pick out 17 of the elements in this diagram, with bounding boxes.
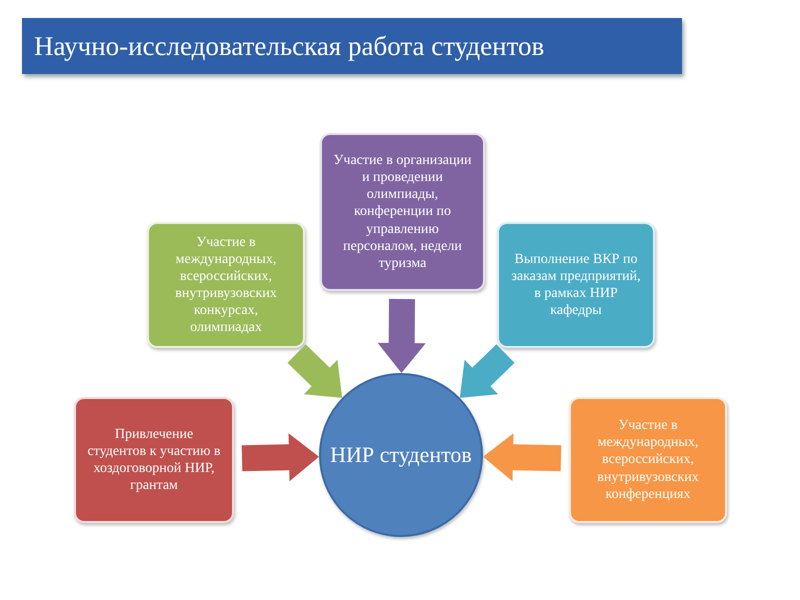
block-arrow [242,433,319,482]
topic-box [320,133,485,291]
title-banner: Научно-исследовательская работа студентов [22,18,682,74]
node-text: Участие в международных, всероссийских, внутривузовских конференциях [596,417,700,503]
node-text: НИР студентов [330,442,472,468]
node-text: Участие в международных, всероссийских, внутривузовских конкурсах, олимпиадах [174,234,278,336]
topic-box [147,222,305,348]
block-arrow [288,344,342,398]
node-text: Участие в организации и проведении олимпиады, конференции по управлению персоналом, недели туризма [332,152,472,272]
topic-box [497,222,655,348]
node-text: Выполнение ВКР по заказам предприятий, в рамках НИР кафедры [510,250,642,320]
topic-box [569,397,727,523]
block-arrow [460,344,514,398]
topic-box [74,397,234,523]
node-text: Привлечение студентов к участию в хоздоговорной НИР, грантам [86,426,222,494]
block-arrow [483,433,562,482]
block-arrow [378,298,426,373]
